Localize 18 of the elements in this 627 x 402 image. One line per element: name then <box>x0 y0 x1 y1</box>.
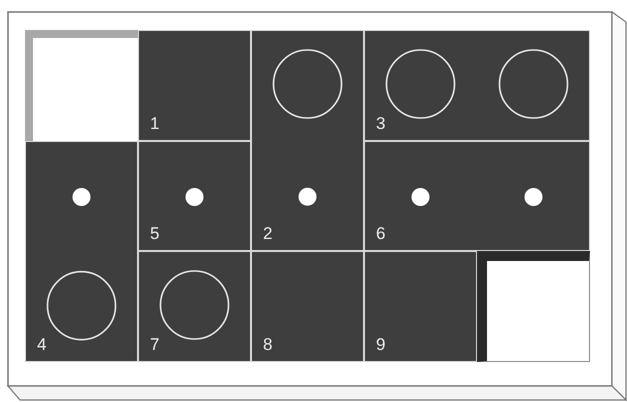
sliding-block <box>138 140 251 252</box>
block-number: 5 <box>150 225 160 242</box>
sliding-block <box>364 251 477 362</box>
block-number: 3 <box>376 114 386 132</box>
block-number: 7 <box>150 336 160 354</box>
sliding-block <box>364 140 590 252</box>
sliding-block <box>25 140 138 362</box>
block-number: 9 <box>376 336 386 354</box>
sliding-block <box>364 30 590 141</box>
block-number: 4 <box>37 336 46 354</box>
sliding-block <box>251 30 364 252</box>
block-number: 6 <box>376 225 386 242</box>
sliding-block <box>138 30 251 141</box>
sliding-block <box>251 251 364 362</box>
block-number: 8 <box>263 336 272 354</box>
sliding-block <box>138 251 251 362</box>
block-number: 2 <box>263 225 272 242</box>
block-number: 1 <box>150 114 160 132</box>
